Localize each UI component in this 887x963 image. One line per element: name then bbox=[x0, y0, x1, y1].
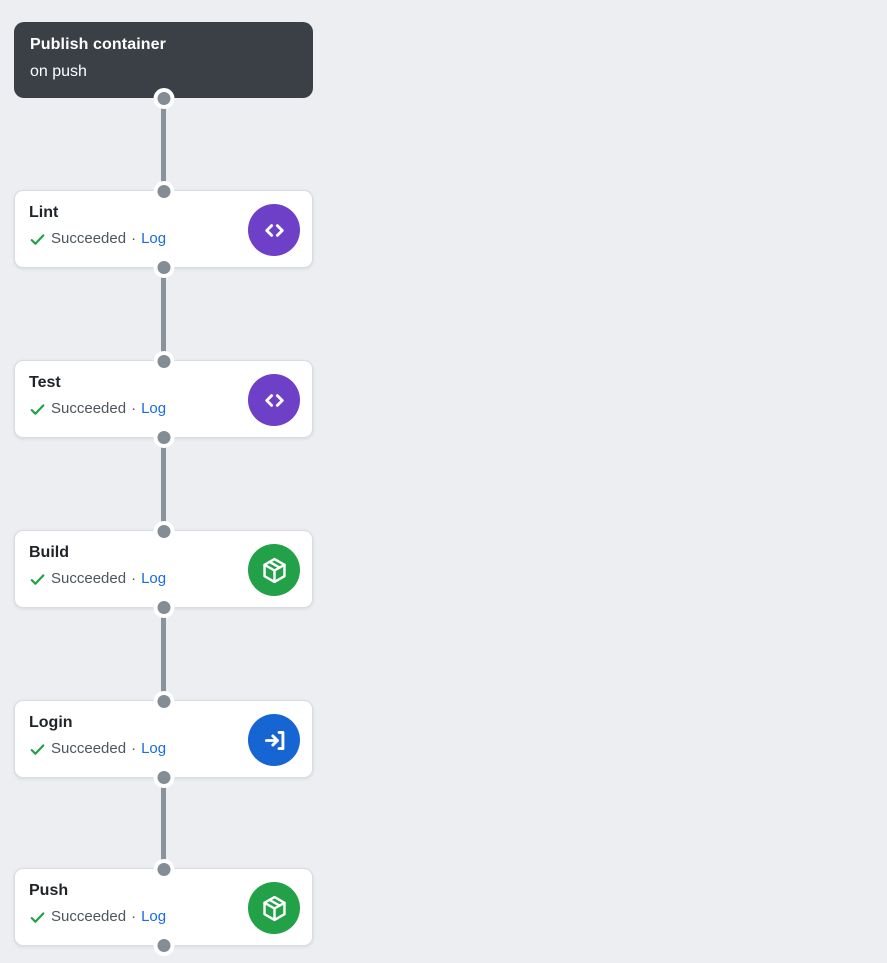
package-icon bbox=[262, 895, 286, 921]
status-separator: · bbox=[131, 400, 137, 417]
trigger-title: Publish container bbox=[30, 36, 166, 53]
step-name: Login bbox=[29, 714, 73, 731]
status-label: Succeeded bbox=[51, 230, 127, 247]
status-separator: · bbox=[131, 908, 137, 925]
connector-dot bbox=[153, 690, 174, 712]
code-icon bbox=[264, 223, 284, 237]
step-card-lint[interactable]: Lint Succeeded · Log bbox=[14, 180, 313, 278]
success-check-icon bbox=[30, 911, 45, 923]
step-name: Build bbox=[29, 544, 69, 561]
step-status: Succeeded · Log bbox=[29, 740, 299, 758]
package-icon-circle bbox=[248, 544, 300, 596]
log-link[interactable]: Log bbox=[141, 230, 167, 247]
step-card-login[interactable]: Login Succeeded · Log bbox=[14, 690, 313, 788]
success-check-icon bbox=[30, 403, 45, 415]
step-status: Succeeded · Log bbox=[29, 570, 299, 588]
connector-dot bbox=[153, 426, 174, 448]
connector-dot bbox=[153, 858, 174, 880]
status-separator: · bbox=[131, 740, 137, 757]
log-link[interactable]: Log bbox=[141, 400, 167, 417]
trigger-card: Publish container on push bbox=[14, 22, 313, 109]
log-link[interactable]: Log bbox=[141, 740, 167, 757]
code-icon-circle bbox=[248, 204, 300, 256]
connector-dot bbox=[153, 520, 174, 542]
status-separator: · bbox=[131, 570, 137, 587]
connector-dot bbox=[153, 766, 174, 788]
step-status: Succeeded · Log bbox=[29, 400, 299, 418]
status-label: Succeeded bbox=[51, 740, 127, 757]
connector-dot bbox=[153, 180, 174, 202]
step-name: Lint bbox=[29, 204, 59, 221]
step-card-push[interactable]: Push Succeeded · Log bbox=[14, 858, 313, 956]
status-separator: · bbox=[131, 230, 137, 247]
success-check-icon bbox=[30, 573, 45, 585]
step-card-test[interactable]: Test Succeeded · Log bbox=[14, 350, 313, 448]
connector-dot bbox=[153, 350, 174, 372]
code-icon-circle bbox=[248, 374, 300, 426]
status-label: Succeeded bbox=[51, 570, 127, 587]
success-check-icon bbox=[30, 743, 45, 755]
step-status: Succeeded · Log bbox=[29, 230, 299, 248]
code-icon bbox=[264, 393, 284, 407]
trigger-subtitle: on push bbox=[30, 63, 87, 80]
log-link[interactable]: Log bbox=[141, 908, 167, 925]
step-status: Succeeded · Log bbox=[29, 908, 299, 926]
log-link[interactable]: Log bbox=[141, 570, 167, 587]
step-name: Test bbox=[29, 374, 61, 391]
step-card-build[interactable]: Build Succeeded · Log bbox=[14, 520, 313, 618]
connector-dot bbox=[153, 934, 174, 956]
connector-dot bbox=[153, 596, 174, 618]
connector-dot bbox=[153, 87, 174, 109]
sign-in-icon bbox=[264, 730, 284, 750]
success-check-icon bbox=[30, 233, 45, 245]
status-label: Succeeded bbox=[51, 400, 127, 417]
package-icon bbox=[262, 557, 286, 583]
status-label: Succeeded bbox=[51, 908, 127, 925]
step-name: Push bbox=[29, 882, 69, 899]
sign-in-icon-circle bbox=[248, 714, 300, 766]
connector-dot bbox=[153, 256, 174, 278]
package-icon-circle bbox=[248, 882, 300, 934]
